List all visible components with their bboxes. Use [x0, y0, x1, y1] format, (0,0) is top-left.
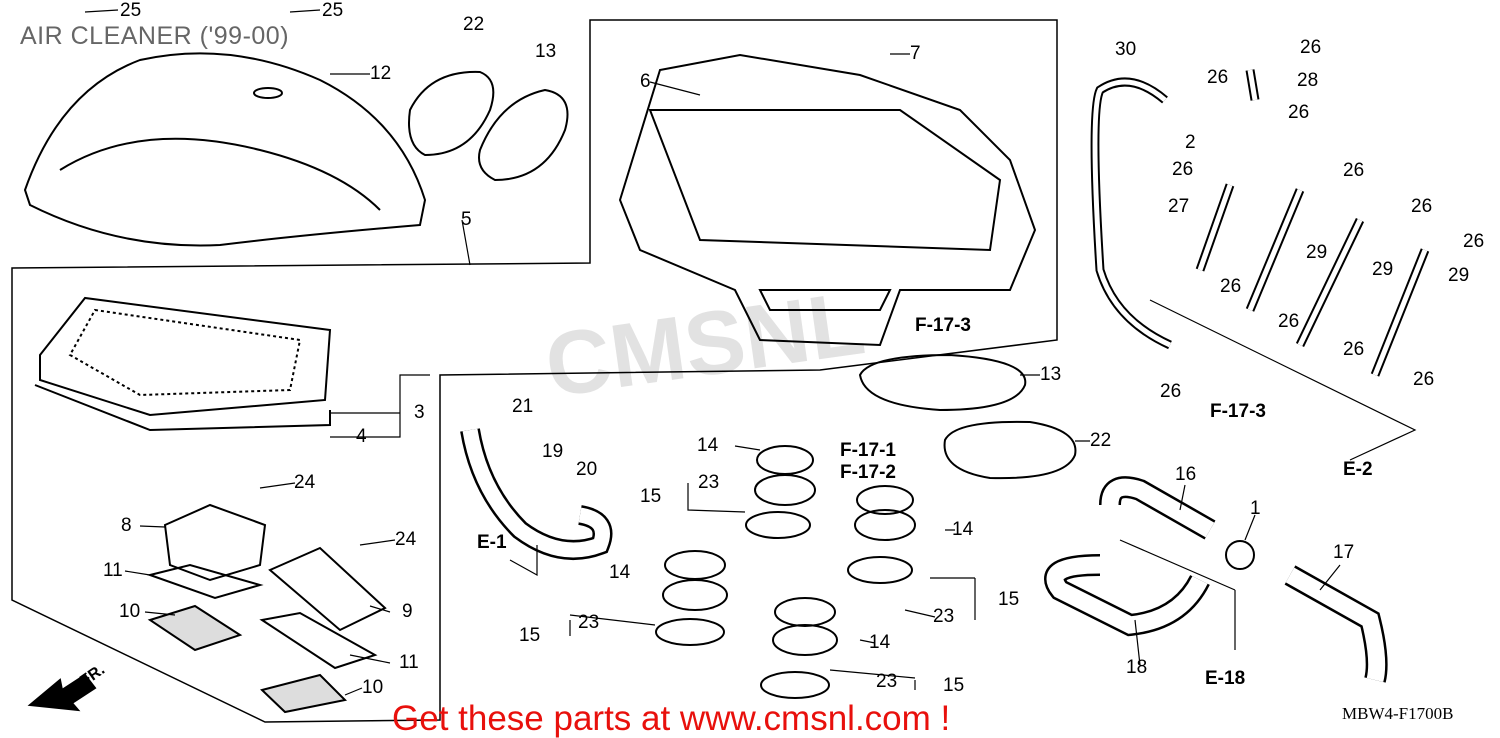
callout: 10 — [362, 677, 384, 698]
seal-13 — [478, 88, 569, 182]
seal-22-right — [943, 420, 1077, 480]
callout: 26 — [1278, 311, 1300, 332]
callout: 9 — [402, 601, 413, 622]
callout: 28 — [1297, 70, 1319, 91]
callout: 11 — [103, 560, 123, 581]
joint-1 — [1225, 540, 1255, 570]
callout: 26 — [1220, 276, 1242, 297]
callout: 30 — [1115, 39, 1137, 60]
callout: 10 — [119, 601, 141, 622]
callout: 4 — [356, 426, 367, 447]
air-filter-element — [39, 296, 332, 417]
air-cleaner-case — [618, 53, 1037, 347]
callout: 24 — [294, 472, 316, 493]
callout: 13 — [535, 41, 557, 62]
callout: 26 — [1413, 369, 1435, 390]
callout: 22 — [463, 14, 485, 35]
part-11-top — [146, 563, 264, 600]
callout: 12 — [370, 63, 392, 84]
funnels-14 — [662, 445, 916, 656]
callout: 14 — [952, 519, 974, 540]
part-11-bottom — [259, 611, 378, 670]
callout: 11 — [399, 652, 419, 673]
callout: 26 — [1288, 102, 1310, 123]
callout: 23 — [933, 606, 955, 627]
reference-f-17-3[interactable]: F-17-3 — [915, 315, 971, 336]
callout: 23 — [578, 612, 600, 633]
callout: 3 — [414, 402, 425, 423]
fr-arrow — [27, 673, 97, 712]
callout: 22 — [1090, 430, 1112, 451]
callout: 1 — [1250, 498, 1261, 519]
reference-f-17-1[interactable]: F-17-1 — [840, 440, 896, 461]
reference-e-2[interactable]: E-2 — [1343, 459, 1373, 480]
callout: 25 — [322, 0, 344, 21]
hoses-27-29 — [1195, 69, 1430, 377]
callout: 26 — [1172, 159, 1194, 180]
part-10-bottom — [260, 673, 348, 714]
reference-f-17-2[interactable]: F-17-2 — [840, 462, 896, 483]
callout: 15 — [640, 486, 662, 507]
reference-f-17-3[interactable]: F-17-3 — [1210, 401, 1266, 422]
callout: 23 — [876, 671, 898, 692]
reference-e-18[interactable]: E-18 — [1205, 668, 1246, 689]
callout: 29 — [1372, 259, 1394, 280]
clamps-15 — [655, 511, 913, 699]
diagram-code: MBW4-F1700B — [1342, 704, 1454, 723]
group-bracket — [11, 19, 1058, 723]
callout: 26 — [1411, 196, 1433, 217]
callout: 14 — [697, 435, 719, 456]
part-8 — [163, 503, 267, 582]
callout: 21 — [512, 396, 534, 417]
callout: 26 — [1300, 37, 1322, 58]
part-9 — [268, 546, 387, 632]
hose-30 — [1090, 77, 1172, 350]
callout: 26 — [1343, 339, 1365, 360]
leader-lines — [84, 9, 1341, 696]
callout: 23 — [698, 472, 720, 493]
callout: 20 — [576, 459, 598, 480]
callout: 29 — [1448, 265, 1470, 286]
callout: 26 — [1207, 67, 1229, 88]
callout: 26 — [1160, 381, 1182, 402]
callout: 26 — [1343, 160, 1365, 181]
callout: 7 — [910, 43, 921, 64]
callout: 25 — [120, 0, 142, 21]
callout: 24 — [395, 529, 417, 550]
callout: 15 — [519, 625, 541, 646]
callout: 19 — [542, 441, 564, 462]
air-cleaner-cover — [23, 52, 427, 247]
callout: 16 — [1175, 464, 1197, 485]
seal-13-right — [858, 353, 1027, 412]
callout: 15 — [943, 675, 965, 696]
callout: 6 — [640, 71, 651, 92]
callout: 14 — [869, 632, 891, 653]
callout: 27 — [1168, 196, 1190, 217]
diagram-title: AIR CLEANER ('99-00) — [20, 22, 290, 50]
promo-link[interactable]: Get these parts at www.cmsnl.com ! — [392, 699, 951, 738]
callout: 8 — [121, 515, 132, 536]
callout: 2 — [1185, 132, 1196, 153]
callout: 17 — [1333, 542, 1355, 563]
reference-e-1[interactable]: E-1 — [477, 532, 507, 553]
seal-22 — [408, 70, 495, 157]
part-10-top — [147, 604, 243, 652]
callout: 13 — [1040, 364, 1062, 385]
callout: 15 — [998, 589, 1020, 610]
callout: 29 — [1306, 242, 1328, 263]
callout: 5 — [461, 209, 472, 230]
callout: 26 — [1463, 231, 1485, 252]
callout: 18 — [1126, 657, 1148, 678]
callout: 14 — [609, 562, 631, 583]
